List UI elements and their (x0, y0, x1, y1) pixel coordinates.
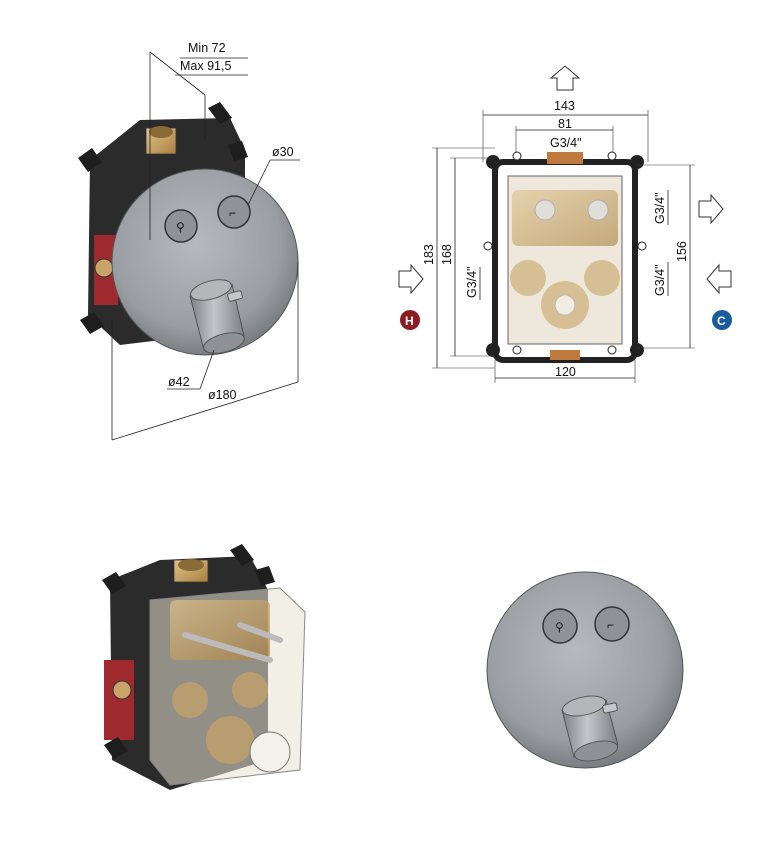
cold-badge (712, 310, 732, 330)
dim-height-outer: 183 (422, 244, 436, 265)
dim-plate-diameter: ø180 (208, 388, 237, 402)
overhead-shower-icon: ⌐ (229, 206, 236, 220)
knob-top (190, 279, 232, 301)
cold-label: C (717, 314, 726, 328)
box-inlet (112, 680, 132, 700)
button-right (217, 195, 251, 229)
view-box-3d (102, 544, 306, 790)
dim-height-inner: 168 (440, 244, 454, 265)
screw-holes (483, 151, 647, 355)
knob-face (203, 332, 245, 354)
arrow-left-icon (706, 263, 732, 295)
box-mounting-tabs (102, 544, 275, 759)
inlet-port (94, 258, 114, 278)
hot-badge (400, 310, 420, 330)
arrow-right-icon (698, 193, 724, 225)
button-left (164, 209, 198, 243)
dim-thread-left: G3/4" (465, 266, 479, 298)
spindle-left (182, 632, 273, 663)
spindle-right (237, 622, 283, 643)
hand-shower-icon: ⚲ (176, 220, 185, 234)
dim-knob-diameter: ø42 (168, 375, 190, 389)
box-red-seal (104, 660, 134, 740)
button-dia-leader (247, 159, 271, 206)
front-knob-top (561, 695, 607, 717)
box-top-port-opening (178, 559, 204, 571)
front-button-right (594, 606, 630, 642)
view-plate-3d: ⚲ ⌐ Min 72 Max 91,5 ø30 ø180 ø42 (78, 41, 300, 441)
dim-button-diameter: ø30 (272, 145, 294, 159)
dim-bottom-width: 120 (555, 365, 576, 379)
top-thread-port (547, 152, 583, 164)
dim-top-thread: G3/4" (550, 136, 582, 150)
hand-shower-icon: ⚲ (555, 620, 564, 634)
plate-dia-line (111, 381, 299, 441)
arrow-up-icon (549, 65, 581, 91)
hot-label: H (405, 314, 414, 328)
front-safety-button (602, 702, 618, 714)
view-front-dimensions: 143 81 G3/4" 120 183 168 G3/4" 156 G3/4"… (398, 65, 732, 383)
top-port-opening (149, 126, 173, 138)
front-cover-plate (486, 571, 684, 769)
corner-lugs (486, 155, 644, 357)
knob-dia-leader (199, 349, 215, 390)
dim-overall-width: 143 (554, 99, 575, 113)
front-knob-face (573, 740, 619, 762)
dim-min-depth: Min 72 (188, 41, 226, 55)
cartridge-cap (249, 731, 291, 773)
valve-body (510, 190, 620, 329)
safety-button (227, 290, 243, 302)
box-valve-body (170, 600, 270, 764)
dim-height-right: 156 (675, 241, 689, 262)
dim-thread-right-bottom: G3/4" (653, 264, 667, 296)
dim-inner-width: 81 (558, 117, 572, 131)
overhead-shower-icon: ⌐ (607, 618, 614, 632)
front-button-left (542, 608, 578, 644)
depth-leader (149, 51, 206, 96)
arrow-right-icon (398, 263, 424, 295)
dim-max-depth: Max 91,5 (180, 59, 231, 73)
dim-thread-right-top: G3/4" (653, 192, 667, 224)
bottom-thread-port (550, 350, 580, 360)
mounting-tabs (78, 102, 248, 334)
view-plate-front: ⚲ ⌐ (486, 571, 684, 769)
